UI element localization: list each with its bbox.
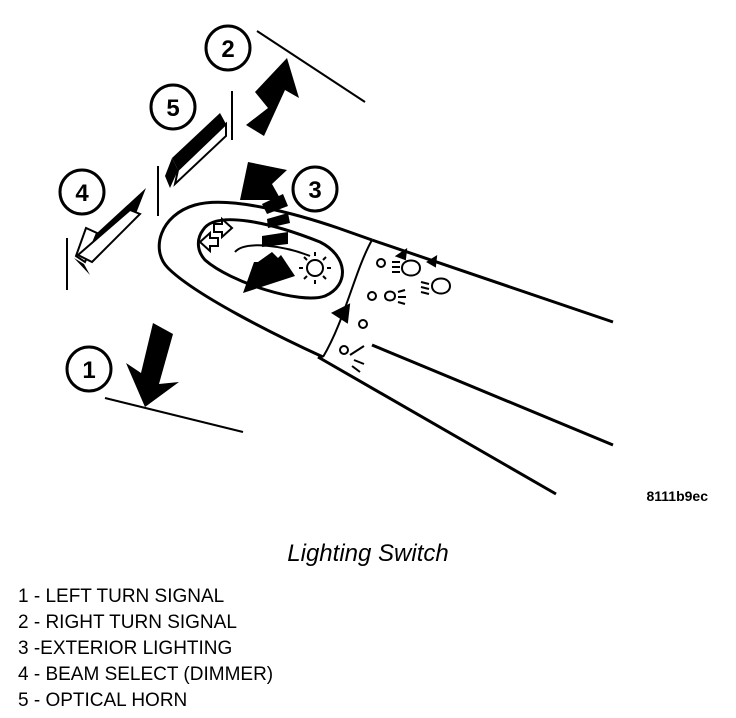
indicator-dot-3 [358, 319, 368, 329]
indicator-dot-4 [339, 345, 349, 355]
callout-4: 4 [58, 168, 106, 216]
turn-arrows-icon [198, 216, 234, 254]
lighting-switch-diagram: 2 5 3 4 1 [58, 24, 614, 496]
indicator-dot-2 [367, 291, 377, 301]
legend-list: 1 - LEFT TURN SIGNAL 2 - RIGHT TURN SIGN… [18, 584, 273, 714]
right-turn-arrow [246, 30, 366, 136]
pointer-triangle-small-a [394, 247, 408, 261]
pointer-triangle-small-b [426, 255, 438, 268]
legend-item: 2 - RIGHT TURN SIGNAL [18, 612, 237, 633]
svg-text:5: 5 [166, 95, 179, 122]
parking-light-icon [383, 289, 406, 305]
high-beam-icon [392, 259, 422, 277]
callout-2: 2 [204, 24, 252, 72]
legend-item: 3 -EXTERIOR LIGHTING [18, 638, 233, 659]
light-off-icon [349, 345, 365, 373]
stalk-lower-edge-b [371, 343, 614, 447]
stalk-upper-edge [371, 238, 614, 324]
knob-outline [196, 218, 344, 300]
stalk-lower-edge-a [317, 355, 557, 496]
callout-1: 1 [65, 345, 113, 393]
legend-item: 1 - LEFT TURN SIGNAL [18, 586, 225, 607]
stalk-head-outline [157, 200, 373, 359]
low-beam-icon [420, 277, 452, 295]
svg-text:1: 1 [82, 357, 95, 384]
callout-5: 5 [149, 83, 197, 131]
legend-item: 4 - BEAM SELECT (DIMMER) [18, 664, 274, 685]
figure-caption: Lighting Switch [287, 540, 449, 567]
svg-text:2: 2 [221, 36, 234, 63]
left-turn-arrow [104, 323, 244, 433]
stalk-collar [322, 239, 373, 358]
knob-symbols [198, 216, 331, 284]
callout-3: 3 [291, 165, 339, 213]
optical-horn-arrow [165, 91, 233, 188]
svg-text:3: 3 [308, 177, 321, 204]
exterior-lighting-arrows [240, 162, 295, 293]
collar-indicators [330, 247, 452, 373]
legend-item: 5 - OPTICAL HORN [18, 690, 188, 711]
svg-text:4: 4 [75, 180, 89, 207]
beam-select-arrow [66, 166, 159, 290]
exterior-light-icon [299, 252, 331, 284]
switch-stalk [157, 200, 614, 496]
pointer-triangle [330, 303, 351, 324]
figure-id: 8111b9ec [646, 488, 708, 504]
indicator-dot-1 [376, 258, 386, 268]
